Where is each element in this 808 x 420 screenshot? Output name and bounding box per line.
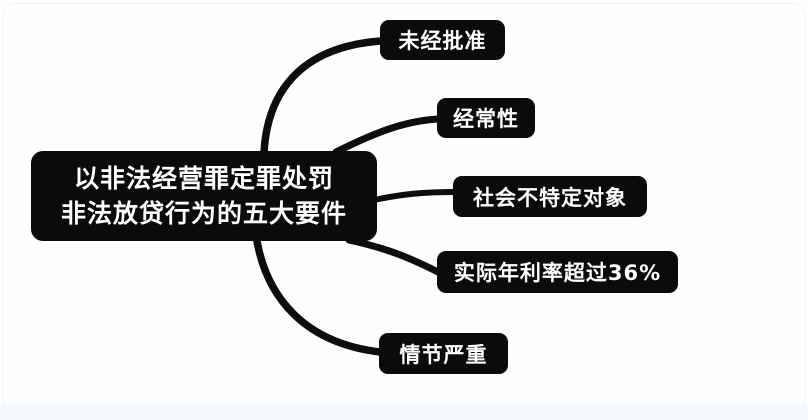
branch-node-interest-rate-over-36: 实际年利率超过36%: [437, 251, 678, 293]
connector-branch-1: [332, 115, 442, 156]
branch-node-label: 社会不特定对象: [473, 185, 627, 210]
connector-branch-0: [260, 37, 385, 157]
branch-node-label: 未经批准: [398, 29, 487, 53]
connector-branch-4: [253, 237, 384, 356]
branch-node-regularity: 经常性: [437, 98, 535, 138]
branch-node-label: 情节严重: [399, 342, 488, 367]
branch-node-label: 实际年利率超过36%: [453, 261, 662, 285]
root-node-label-line2: 非法放贷行为的五大要件: [60, 199, 347, 228]
root-node: 以非法经营罪定罪处罚 非法放贷行为的五大要件: [31, 151, 377, 241]
branch-node-not-approved: 未经批准: [380, 20, 505, 60]
branch-node-serious-circumstances: 情节严重: [379, 333, 508, 374]
connector-branch-2: [371, 189, 457, 203]
branch-node-label: 经常性: [453, 107, 519, 131]
branch-node-unspecified-public: 社会不特定对象: [453, 176, 647, 217]
connector-branch-3: [345, 236, 442, 276]
root-node-label-line1: 以非法经营罪定罪处罚: [73, 164, 334, 193]
